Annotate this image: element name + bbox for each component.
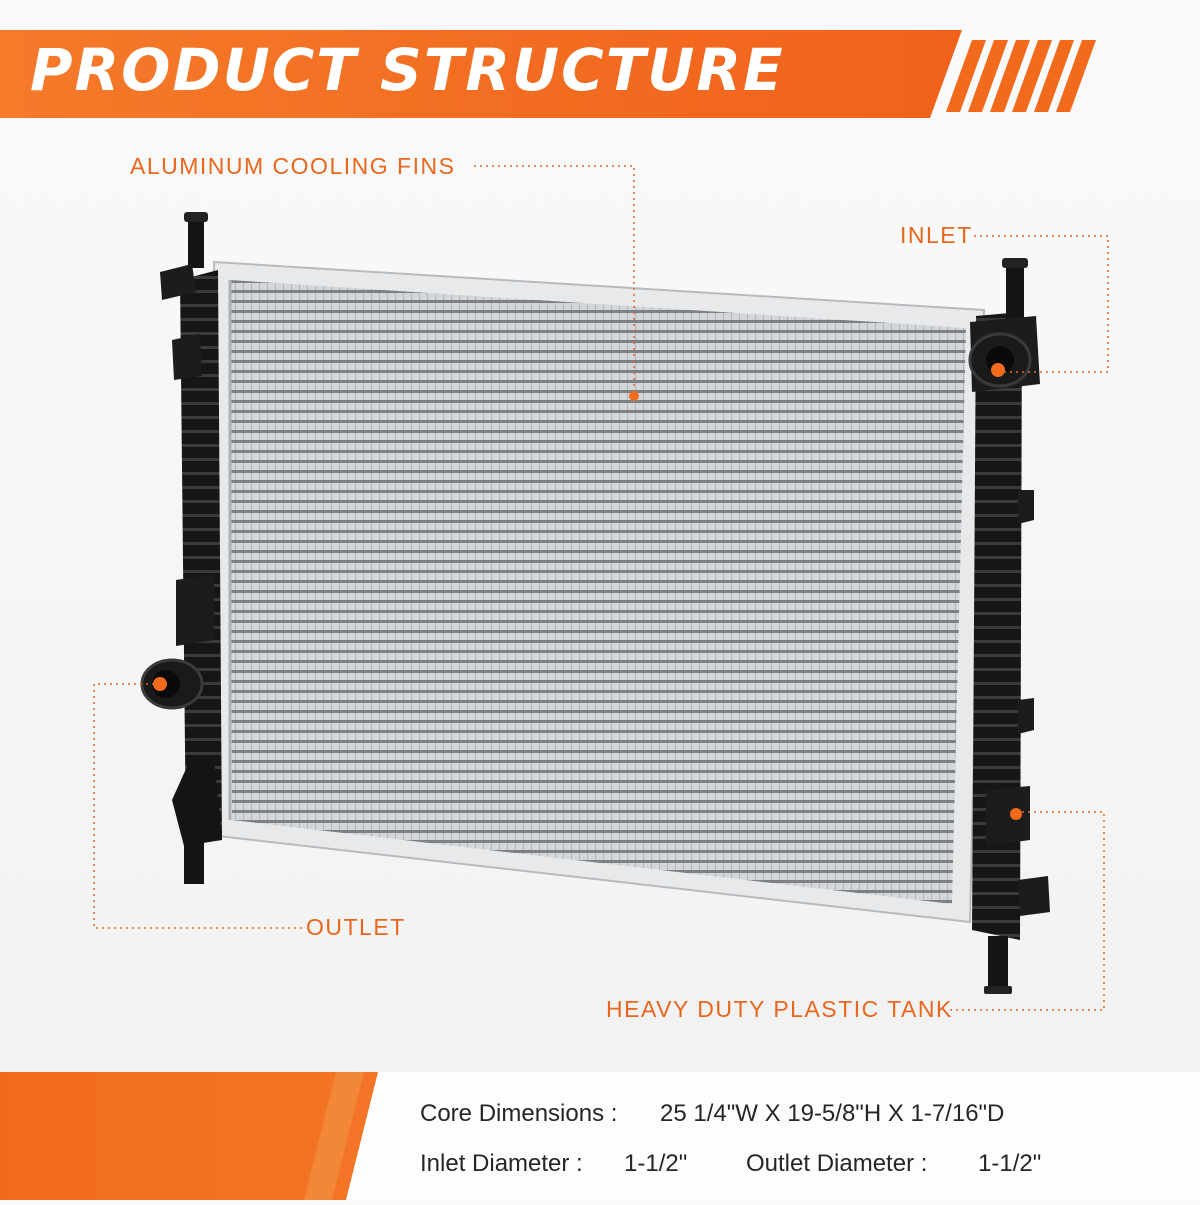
banner-shape: [0, 30, 1096, 118]
callout-dots: [153, 363, 1022, 820]
header-banner: PRODUCT STRUCTURE: [0, 0, 1200, 140]
inlet-leader: [974, 235, 1109, 373]
callout-inlet: INLET: [900, 222, 973, 248]
banner-stripes: [946, 40, 1096, 112]
inlet-diameter-value: 1-1/2": [624, 1150, 688, 1177]
outlet-dot: [153, 677, 167, 691]
core-dimensions-value: 25 1/4"W X 19-5/8"H X 1-7/16"D: [660, 1100, 1005, 1127]
outlet-diameter-label: Outlet Diameter :: [746, 1150, 928, 1177]
core-dimensions-label: Core Dimensions :: [420, 1100, 618, 1127]
inlet-diameter-label: Inlet Diameter :: [420, 1150, 583, 1177]
fins-dot: [629, 391, 639, 401]
callout-fins: ALUMINUM COOLING FINS: [130, 153, 456, 179]
right-tank: [968, 258, 1050, 994]
page-title: PRODUCT STRUCTURE: [30, 36, 785, 104]
outlet-diameter-value: 1-1/2": [978, 1150, 1042, 1177]
tank-dot: [1010, 808, 1022, 820]
specs-band: [0, 1072, 1200, 1200]
outlet-leader: [93, 683, 304, 929]
callout-tank: HEAVY DUTY PLASTIC TANK: [606, 996, 953, 1022]
leader-lines: [93, 165, 1109, 1011]
specs-band-shape: [0, 1072, 1200, 1200]
callout-outlet: OUTLET: [306, 914, 406, 940]
radiator-core: [212, 260, 986, 924]
left-tank: [140, 212, 222, 884]
inlet-dot: [991, 363, 1005, 377]
tank-leader: [948, 811, 1105, 1011]
